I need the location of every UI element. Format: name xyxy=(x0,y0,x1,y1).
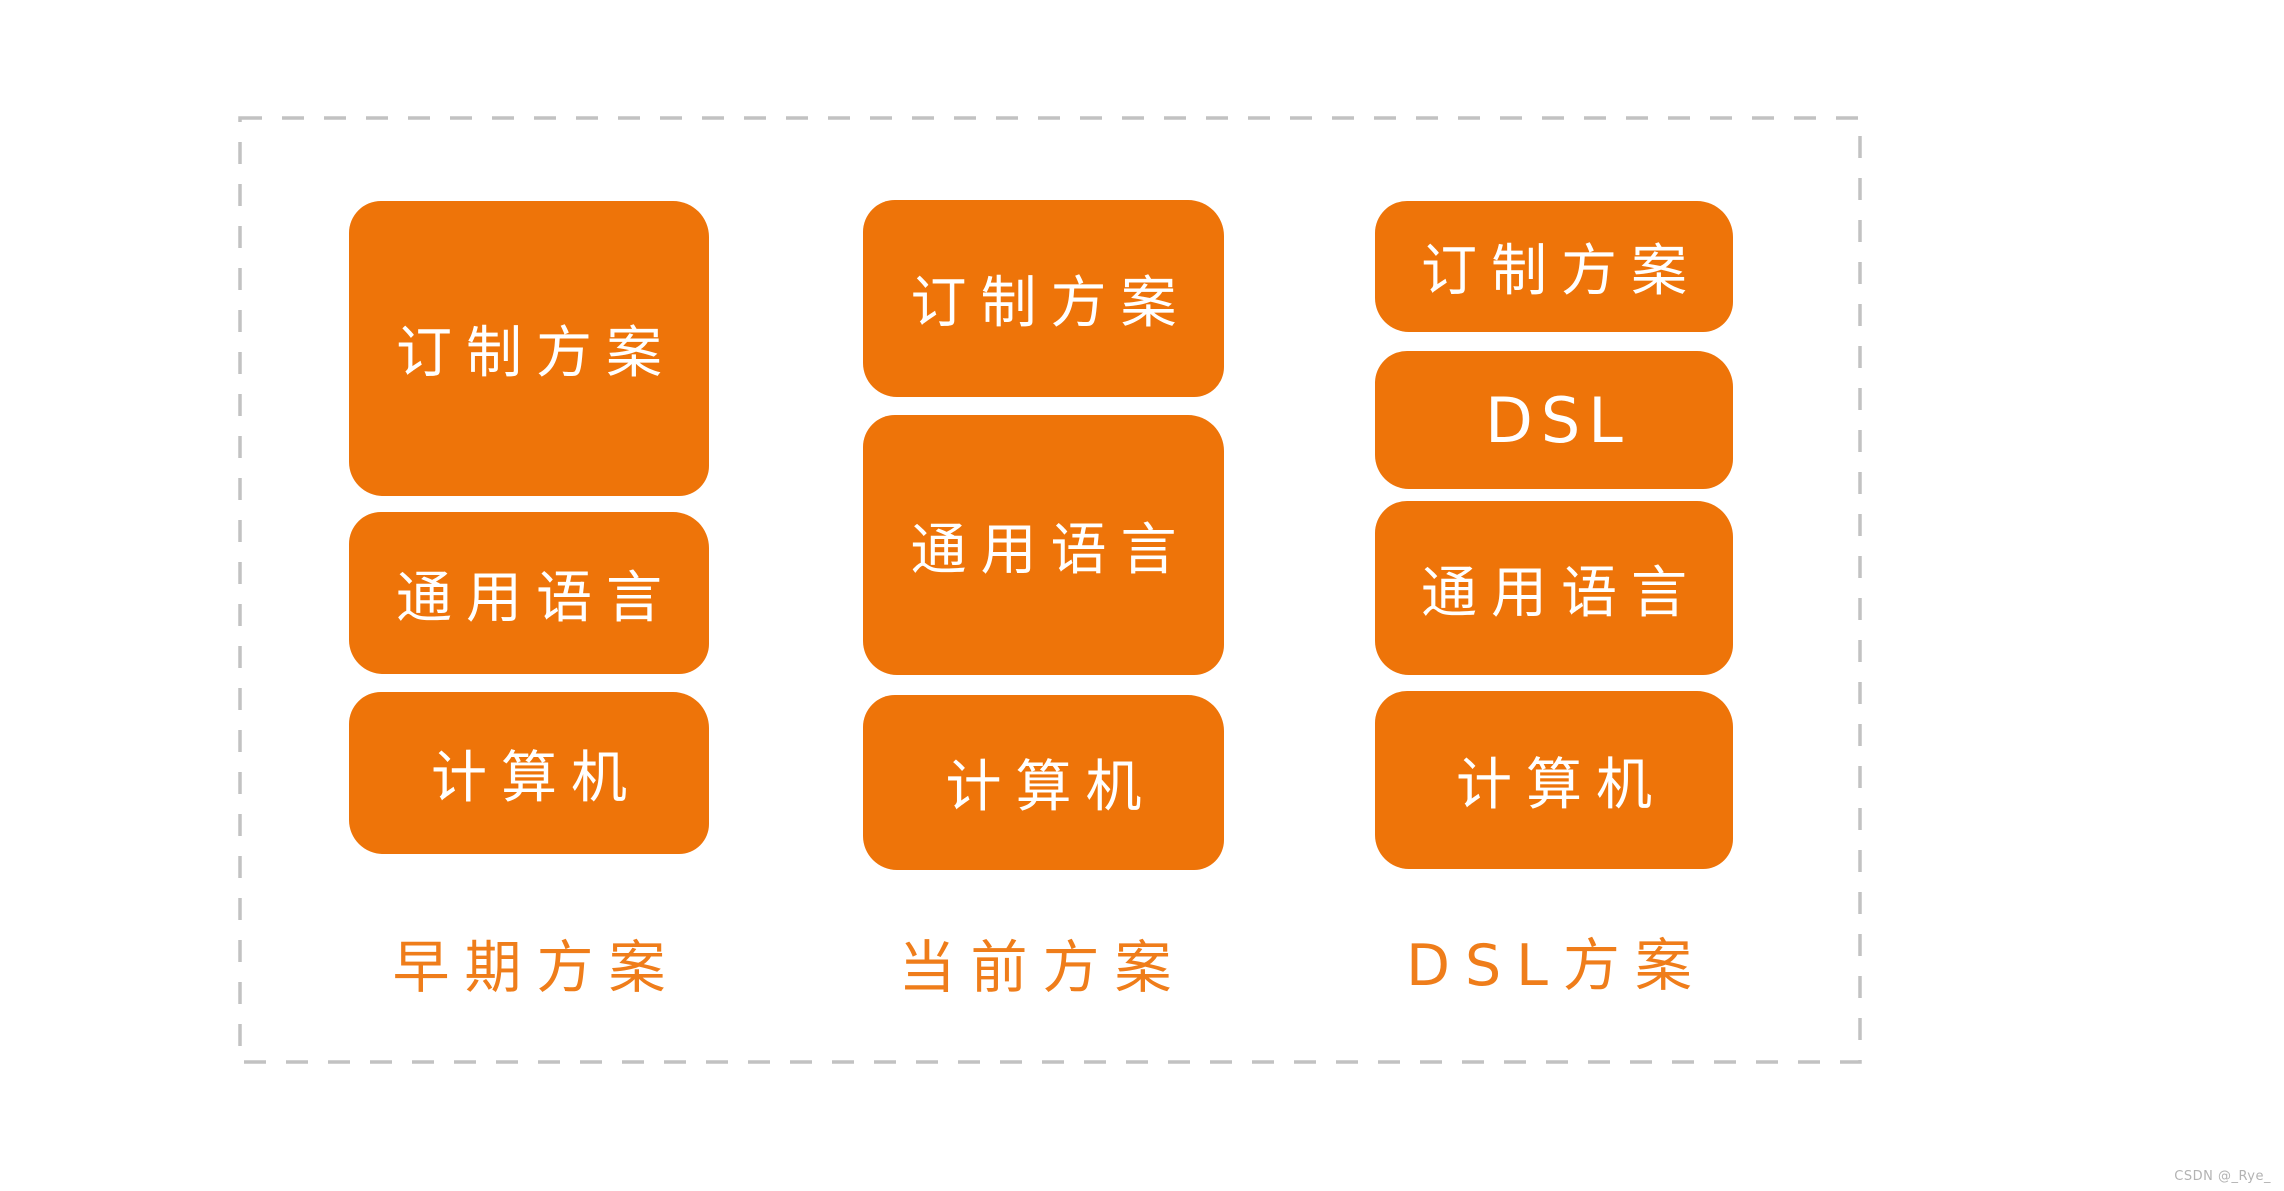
dsl-dsl-box: DSL xyxy=(1377,353,1731,487)
early-custom-solution-box: 订制方案 xyxy=(351,203,707,494)
current-general-language-box: 通用语言 xyxy=(865,417,1222,673)
dsl-column-label: DSL方案 xyxy=(1406,933,1707,999)
dsl-general-language-box: 通用语言 xyxy=(1377,503,1731,673)
current-column-label: 当前方案 xyxy=(898,935,1187,1001)
early-general-language-box: 通用语言 xyxy=(351,514,707,672)
current-computer-box: 计算机 xyxy=(865,697,1222,868)
csdn-watermark: CSDN @_Rye_ xyxy=(2174,1169,2271,1184)
early-column-label: 早期方案 xyxy=(392,935,681,1001)
current-custom-solution-box: 订制方案 xyxy=(865,202,1222,395)
early-computer-box: 计算机 xyxy=(351,694,707,852)
dsl-computer-box: 计算机 xyxy=(1377,693,1731,867)
dsl-custom-solution-box: 订制方案 xyxy=(1377,203,1731,330)
